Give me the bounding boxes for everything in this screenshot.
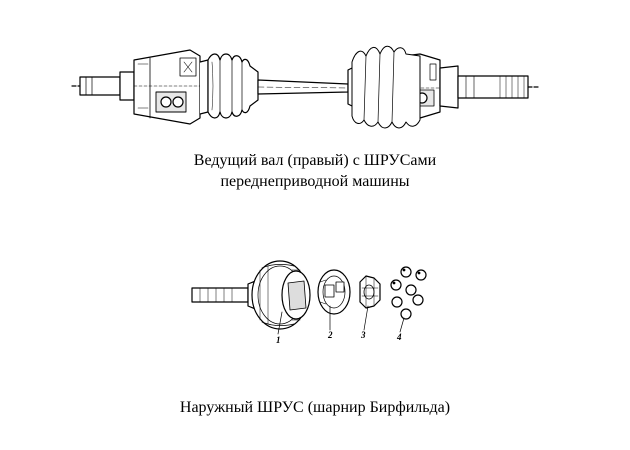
part-number-2: 2 xyxy=(327,330,333,340)
left-joint-housing xyxy=(133,49,209,125)
leader-lines xyxy=(277,305,405,335)
figure1-caption-line1: Ведущий вал (правый) с ШРУСами xyxy=(193,152,437,169)
center-shaft xyxy=(257,79,349,95)
exploded-cv-joint-drawing: 1 2 3 4 xyxy=(191,260,427,345)
figure1-caption-line2: переднеприводной машины xyxy=(220,173,410,190)
part-3-inner-race xyxy=(359,275,381,309)
left-boot xyxy=(207,53,259,119)
part-1-housing xyxy=(191,260,311,330)
part-2-cage xyxy=(317,269,351,315)
part-number-4: 4 xyxy=(396,332,402,342)
right-stub-shaft xyxy=(439,65,541,109)
figure1-caption: Ведущий вал (правый) с ШРУСами переднепр… xyxy=(0,150,630,192)
figure2-caption: Наружный ШРУС (шарнир Бирфильда) xyxy=(179,399,451,416)
part-number-1: 1 xyxy=(276,335,281,345)
left-stub-shaft xyxy=(71,71,135,101)
part-number-3: 3 xyxy=(360,330,366,340)
drive-shaft-drawing xyxy=(71,45,541,129)
part-4-balls xyxy=(390,266,427,320)
right-boot xyxy=(351,45,437,129)
